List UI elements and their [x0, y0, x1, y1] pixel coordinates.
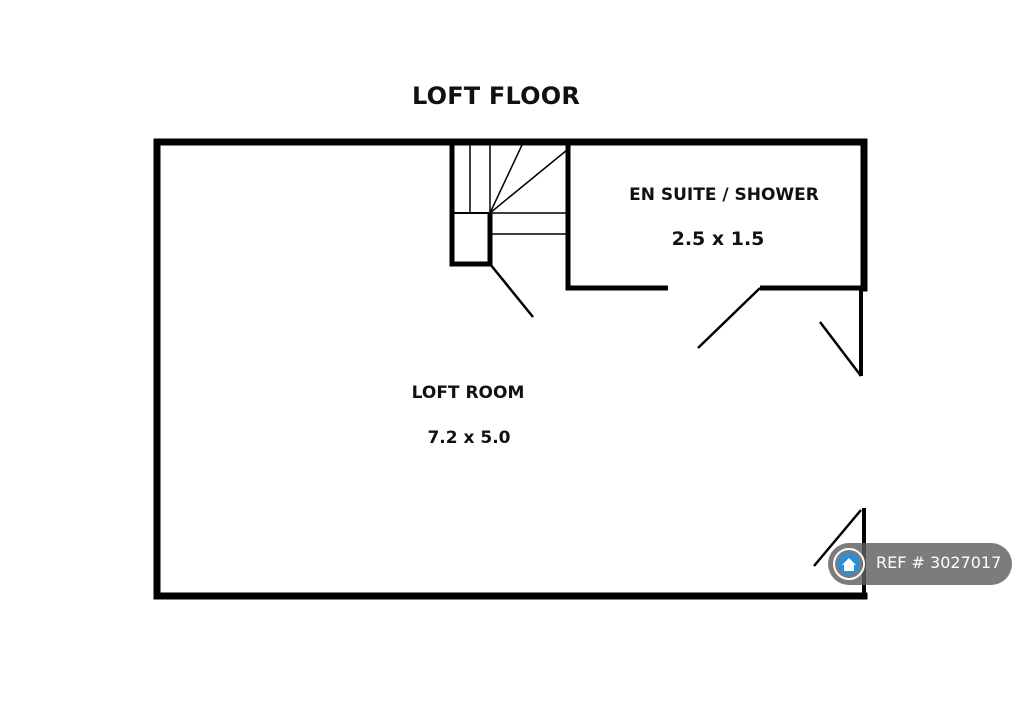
house-icon — [833, 548, 865, 580]
reference-badge: REF # 3027017 — [828, 543, 1012, 585]
ensuite-walls — [565, 145, 864, 291]
cupboard-door-swing-upper — [819, 321, 862, 377]
stair-door-swing — [489, 263, 534, 318]
plan-title: LOFT FLOOR — [411, 82, 581, 110]
reference-label: REF # 3027017 — [876, 553, 1002, 572]
loft-room-dimensions: 7.2 x 5.0 — [427, 428, 511, 448]
outer-walls — [153, 138, 868, 600]
loft-room-name: LOFT ROOM — [411, 383, 525, 403]
door-swings — [489, 263, 862, 567]
staircase — [449, 144, 568, 267]
cupboard-door-swing-lower — [813, 509, 862, 567]
ensuite-room-name: EN SUITE / SHOWER — [629, 185, 819, 205]
ensuite-room-dimensions: 2.5 x 1.5 — [671, 228, 765, 250]
ensuite-door-swing — [697, 287, 761, 349]
